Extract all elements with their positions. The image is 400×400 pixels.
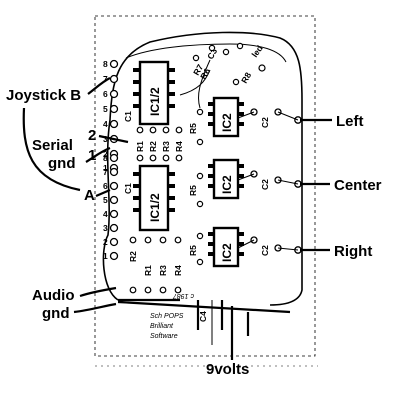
c2-mid-label: C2 [260,179,270,190]
silkscreen-copyright: c 1987 [172,292,194,299]
ic2-top-chip: IC2 [208,96,244,138]
r6-label: R6 [198,66,212,81]
c1-lower-label: C1 [123,183,133,194]
callout-center: Center [334,177,382,194]
r4-lower-label: R4 [173,265,183,276]
r5-top-label: R5 [188,123,198,134]
callout-pin-1: 1 [88,147,96,164]
r3-upper-label: R3 [161,141,171,152]
upper-resistor-row: R1 R2 R3 R4 [135,126,184,162]
callout-a: A [84,187,95,204]
ground-trace [102,31,303,306]
upper-pin-8-label: 8 [103,59,108,69]
c2-top-label: C2 [260,117,270,128]
callout-9volts: 9volts [206,361,249,378]
ic1-lower-chip: IC1/2 [133,164,175,232]
upper-pin-1-label: 1 [103,163,108,173]
lower-pin-1-label: 1 [103,251,108,261]
lower-pin-8-label: 8 [103,153,108,163]
silkscreen-line4: Software [150,333,178,340]
callout-serial-line1: Serial [32,137,73,154]
r5-mid-label: R5 [188,185,198,196]
callout-joystick-b: Joystick B [6,87,81,104]
r8-label: R8 [239,70,253,85]
callout-right: Right [334,243,372,260]
r7-label: R7 [191,62,205,77]
callout-audio-line1: Audio [32,287,75,304]
led-label: led [249,43,264,59]
callout-left: Left [336,113,364,130]
board-outline [94,15,316,357]
upper-pin-7-label: 7 [103,74,108,84]
ic1-upper-chip: IC1/2 [133,60,175,126]
lower-pin-2-label: 2 [103,237,108,247]
r2-lower-label: R2 [128,251,138,262]
upper-pin-5-label: 5 [103,104,108,114]
callout-audio-gnd: Audio gnd [32,287,79,322]
c4-label: C4 [198,311,208,322]
ic2-mid-chip: IC2 [208,158,244,200]
silkscreen-block: c 1987 Sch POPS Brilliant Software [150,292,194,340]
upper-pin-3-label: 3 [103,134,108,144]
silkscreen-line3: Brilliant [150,323,174,330]
ic1-lower-label: IC1/2 [148,193,162,222]
ic2-bot-chip: IC2 [208,226,244,268]
ic2-top-label: IC2 [220,113,234,132]
callout-serial-gnd: Serial gnd [32,137,77,172]
r1-lower-label: R1 [143,265,153,276]
lower-resistor-row: R2 R1 R3 R4 [128,236,183,294]
silkscreen-line2: Sch POPS [150,313,184,320]
callout-audio-line2: gnd [42,305,70,322]
r2-upper-label: R2 [148,141,158,152]
lower-pin-3-label: 3 [103,223,108,233]
lower-connector: 8 7 6 5 4 3 2 1 [103,153,119,261]
c2-bot-label: C2 [260,245,270,256]
c1-upper-label: C1 [123,111,133,122]
upper-pin-6-label: 6 [103,89,108,99]
r1-upper-label: R1 [135,141,145,152]
ground-bus [117,298,291,314]
lower-pin-5-label: 5 [103,195,108,205]
r5-bot-label: R5 [188,245,198,256]
r3-lower-label: R3 [158,265,168,276]
callout-serial-line2: gnd [48,155,76,172]
lower-pin-7-label: 7 [103,167,108,177]
lower-pin-6-label: 6 [103,181,108,191]
ic1-upper-label: IC1/2 [148,87,162,116]
c3-label: C3 [205,46,219,61]
r4-upper-label: R4 [174,141,184,152]
ic2-bot-label: IC2 [220,243,234,262]
upper-pin-2-label: 2 [103,149,108,159]
upper-pin-4-label: 4 [103,119,108,129]
callout-pin-2: 2 [88,127,96,144]
ic2-mid-label: IC2 [220,175,234,194]
lower-pin-4-label: 4 [103,209,108,219]
